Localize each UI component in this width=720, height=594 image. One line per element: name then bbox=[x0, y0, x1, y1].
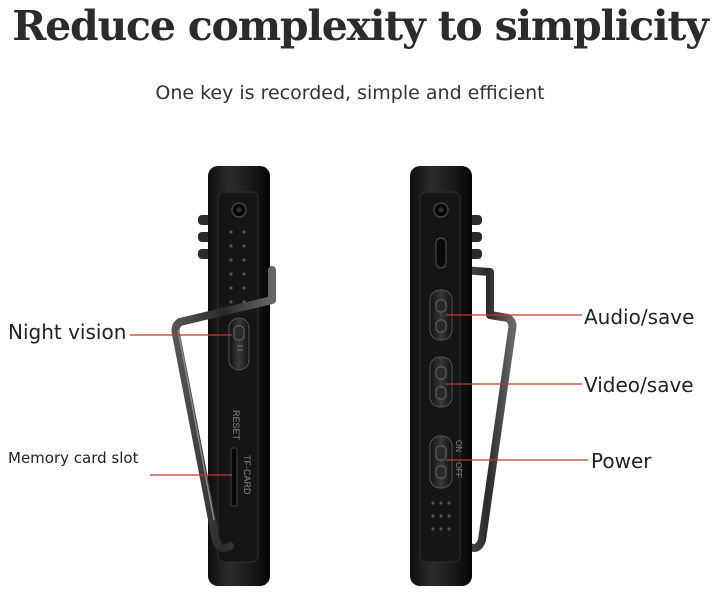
label-memory-card-slot: Memory card slot bbox=[8, 449, 139, 467]
switch-knob bbox=[233, 325, 245, 341]
on-marking: ON bbox=[454, 440, 463, 452]
switch-ridges bbox=[237, 345, 243, 351]
device-panel bbox=[217, 191, 259, 563]
tf-card-slot[interactable] bbox=[230, 447, 238, 507]
reset-marking: RESET bbox=[231, 410, 241, 441]
speaker-grille bbox=[431, 501, 451, 531]
belt-clip bbox=[458, 266, 517, 552]
switch-knob bbox=[435, 465, 447, 479]
right-device: ON OFF bbox=[410, 166, 517, 586]
label-audio-save: Audio/save bbox=[584, 305, 695, 329]
label-power: Power bbox=[591, 449, 652, 473]
clip-highlight bbox=[177, 329, 215, 521]
power-switch[interactable] bbox=[429, 435, 453, 489]
speaker-grille bbox=[229, 230, 246, 304]
leader-lines bbox=[130, 314, 588, 476]
tf-card-marking: TF-CARD bbox=[242, 455, 252, 495]
button-knob bbox=[435, 299, 447, 313]
label-video-save: Video/save bbox=[584, 373, 694, 397]
label-night-vision: Night vision bbox=[8, 320, 127, 344]
off-marking: OFF bbox=[454, 462, 463, 478]
button-knob bbox=[435, 386, 447, 400]
page-subtitle: One key is recorded, simple and efficien… bbox=[155, 82, 545, 104]
button-knob bbox=[435, 366, 447, 380]
lens-center bbox=[236, 207, 242, 213]
microphone-icon bbox=[435, 237, 447, 269]
lens-center bbox=[438, 207, 444, 213]
left-device: RESET TF-CARD bbox=[171, 166, 276, 586]
belt-clip bbox=[171, 266, 276, 552]
button-knob bbox=[435, 319, 447, 333]
switch-knob bbox=[435, 445, 447, 461]
page-title: Reduce complexity to simplicity bbox=[12, 2, 709, 50]
